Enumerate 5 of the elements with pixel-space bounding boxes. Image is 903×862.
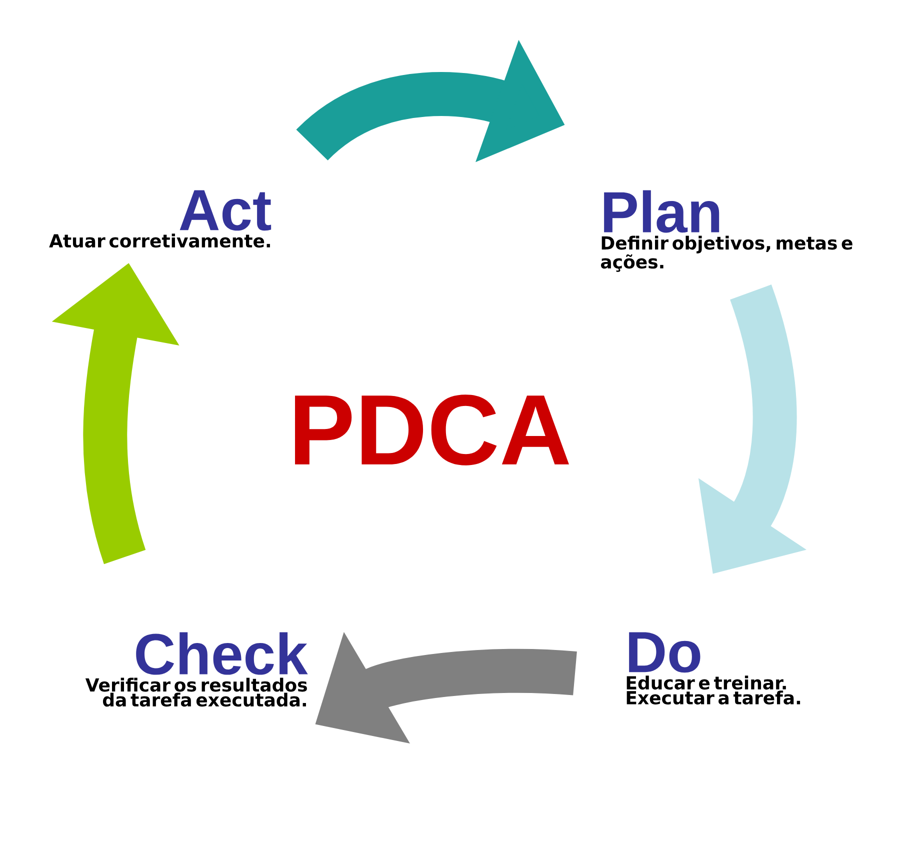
step-label: Act Atuar corretivamente. (49, 190, 272, 248)
step-label: Do Educar e treinar. Executar a tarefa. (626, 632, 800, 705)
step-label: Check Verificar os resultados da tarefa executada. (85, 632, 308, 707)
title: PDCA (295, 394, 569, 466)
step-label: Plan Definir objetivos, metas e ações. (600, 190, 852, 272)
